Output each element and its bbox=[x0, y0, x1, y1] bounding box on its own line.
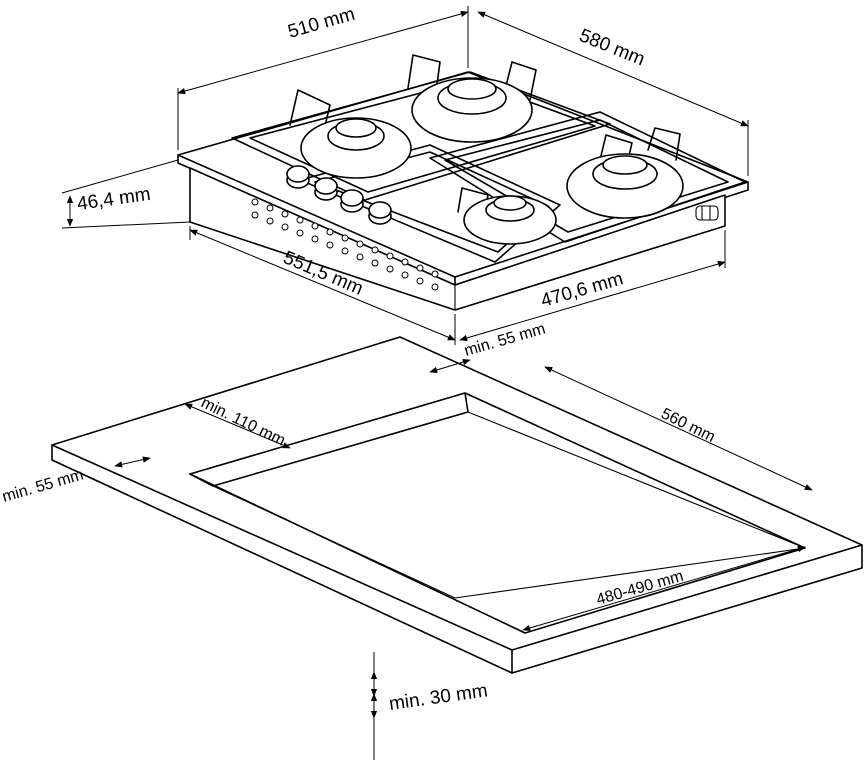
worktop-thickness-label: min. 30 mm bbox=[388, 680, 489, 715]
hob-height-label: 46,4 mm bbox=[76, 184, 152, 215]
hob-drawing: 510 mm 580 mm 46,4 mm 551,5 mm 470,6 mm bbox=[61, 4, 749, 345]
burner-rear-left-icon bbox=[300, 117, 412, 179]
hob-depth-label: 580 mm bbox=[576, 25, 648, 70]
worktop-drawing bbox=[51, 336, 863, 674]
cutout-dimension-lines bbox=[114, 359, 813, 760]
hob-width-label: 510 mm bbox=[286, 4, 358, 43]
gas-connector-icon bbox=[695, 205, 719, 221]
burner-rear-right-icon bbox=[411, 77, 533, 143]
knob-4-icon bbox=[368, 201, 392, 225]
knob-1-icon bbox=[286, 165, 310, 189]
knob-3-icon bbox=[340, 189, 364, 213]
burner-front-right-icon bbox=[566, 153, 684, 219]
knob-2-icon bbox=[314, 177, 338, 201]
worktop-surface bbox=[51, 336, 863, 651]
hob-dimension-lines bbox=[61, 6, 749, 345]
cutout-width-label: 560 mm bbox=[658, 405, 717, 446]
cutout-front-gap-label: min. 55 mm bbox=[0, 466, 85, 505]
burner-front-left-icon bbox=[463, 195, 557, 245]
control-knobs bbox=[286, 165, 392, 225]
